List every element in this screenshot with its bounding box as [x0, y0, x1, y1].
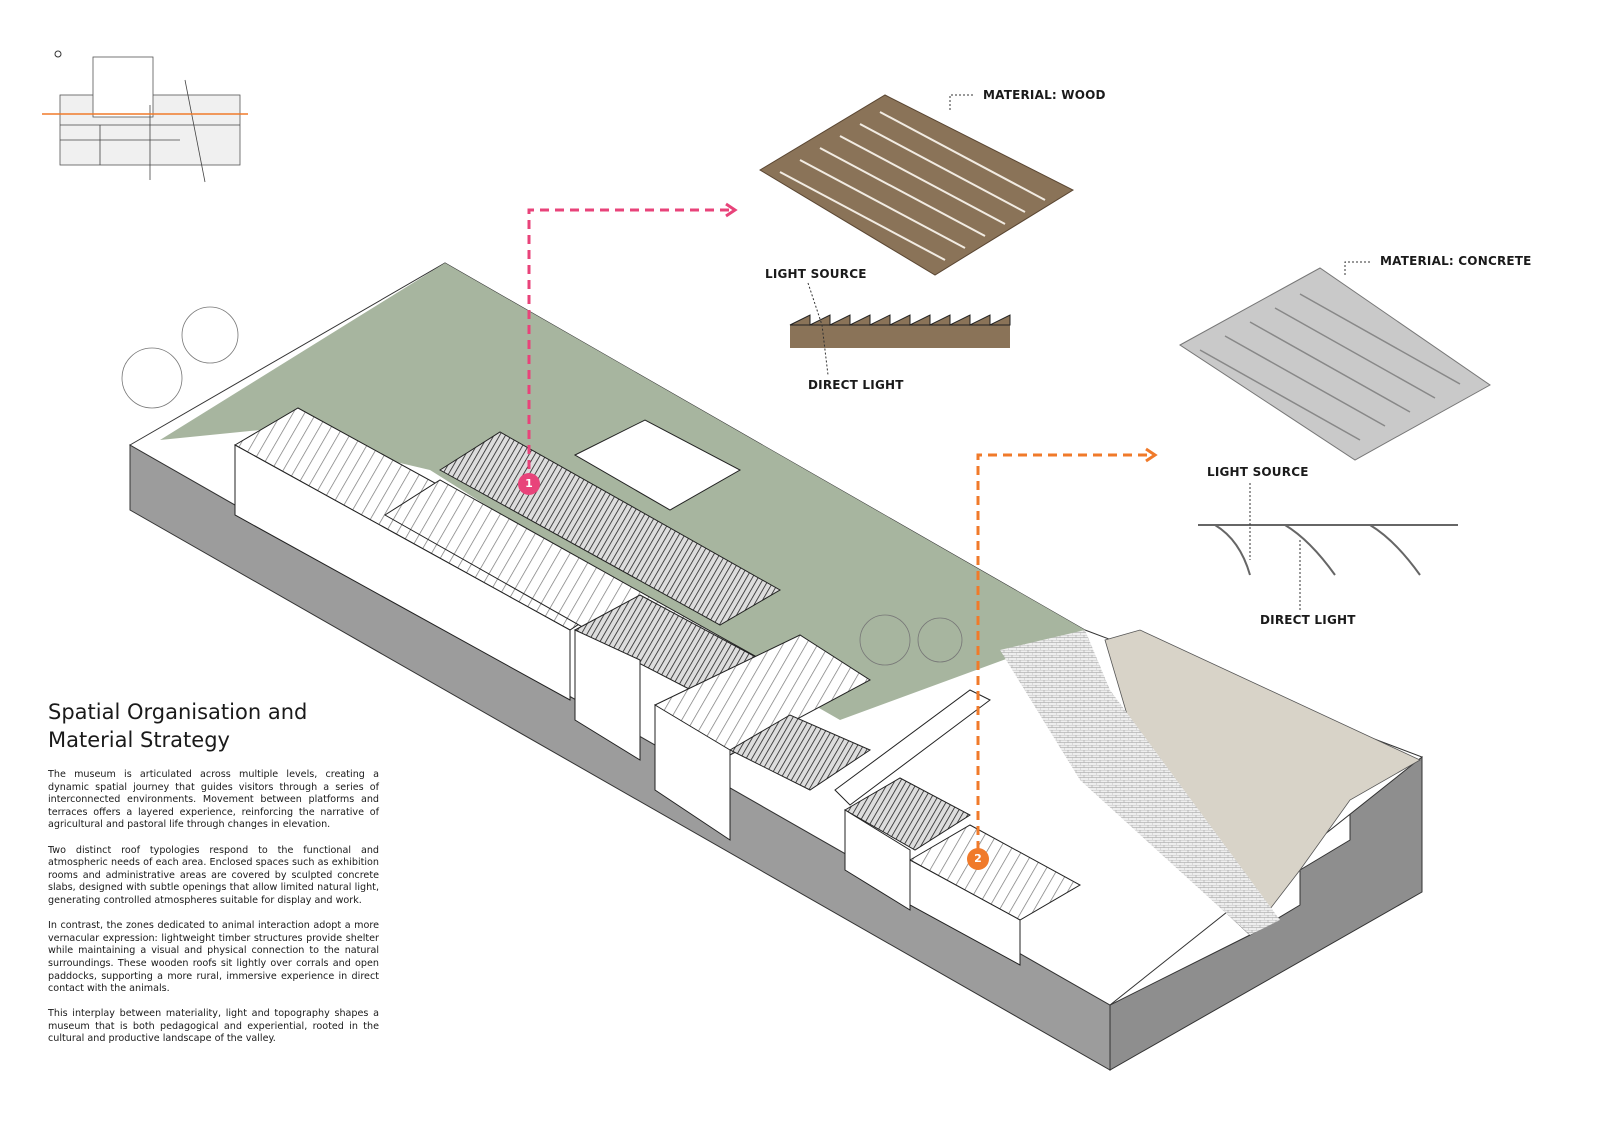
wood-roof-detail: [759, 94, 1075, 376]
label-light-source-concrete: LIGHT SOURCE: [1207, 465, 1309, 479]
label-light-source-wood: LIGHT SOURCE: [765, 267, 867, 281]
marker-1: 1: [518, 473, 540, 495]
site-block: [128, 262, 1424, 1071]
paragraph: In contrast, the zones dedicated to anim…: [48, 920, 379, 995]
paragraph: Two distinct roof typologies respond to …: [48, 844, 379, 906]
trees: [121, 306, 963, 666]
label-direct-light-wood: DIRECT LIGHT: [808, 378, 904, 392]
marker-2: 2: [967, 848, 989, 870]
buildings: [233, 407, 1082, 966]
page-title: Spatial Organisation and Material Strate…: [48, 700, 308, 752]
key-plan: [42, 50, 248, 183]
paragraph: The museum is articulated across multipl…: [48, 769, 379, 831]
callout-line-concrete: [976, 453, 1150, 850]
label-material-concrete: MATERIAL: CONCRETE: [1380, 254, 1532, 268]
callout-line-wood: [527, 208, 730, 484]
paragraph: This interplay between materiality, ligh…: [48, 1008, 379, 1045]
label-material-wood: MATERIAL: WOOD: [983, 88, 1106, 102]
concrete-roof-detail: [1179, 261, 1491, 610]
description: The museum is articulated across multipl…: [48, 769, 379, 1059]
label-direct-light-concrete: DIRECT LIGHT: [1260, 613, 1356, 627]
